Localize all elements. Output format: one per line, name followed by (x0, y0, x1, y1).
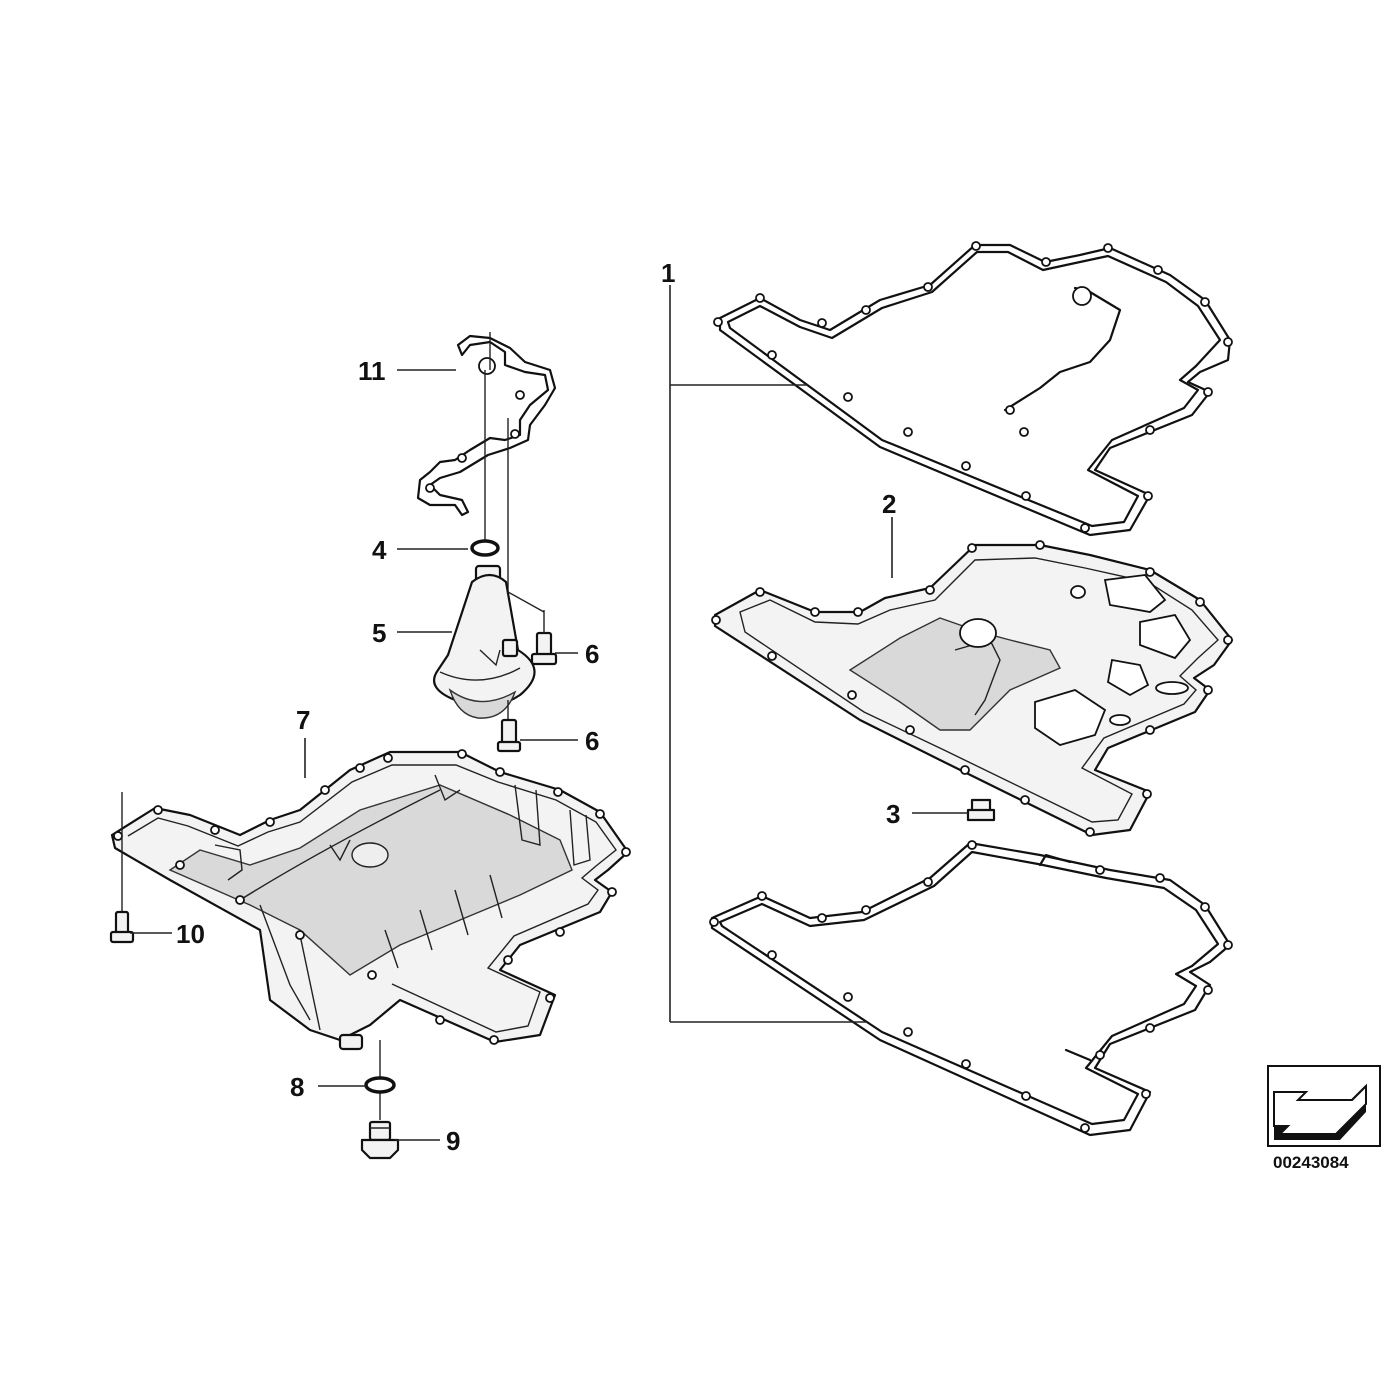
gasket-bottom (709, 840, 1233, 1137)
part-6-bolt-a (507, 591, 558, 666)
part-5-strainer (433, 564, 536, 719)
callout-6-upper: 6 (585, 639, 599, 669)
callout-11: 11 (358, 356, 386, 386)
reference-code: 00243084 (1273, 1153, 1349, 1172)
part-10-bolt (109, 792, 135, 944)
callout-2: 2 (882, 489, 896, 519)
leader-lines (130, 369, 968, 1141)
part-8-washer (364, 1040, 396, 1120)
part-6-bolt-b (496, 700, 522, 753)
part-11-bracket (416, 332, 557, 640)
part-4-o-ring (470, 539, 500, 557)
callout-8: 8 (290, 1072, 304, 1102)
callout-3: 3 (886, 799, 900, 829)
callout-9: 9 (446, 1126, 460, 1156)
callout-1: 1 (661, 258, 675, 288)
part-9-drain-plug (360, 1120, 400, 1160)
part-7-oil-pan (110, 749, 631, 1051)
callouts: 1 2 3 4 5 6 6 7 8 9 10 11 (176, 258, 900, 1156)
callout-7: 7 (296, 705, 310, 735)
callout-10: 10 (176, 919, 205, 949)
gasket-top (713, 241, 1233, 537)
part-3-plug (966, 798, 996, 822)
direction-arrow-icon (1267, 1065, 1381, 1147)
callout-5: 5 (372, 618, 386, 648)
gasket-plate (711, 540, 1234, 837)
group-bracket (669, 285, 868, 1023)
callout-6-lower: 6 (585, 726, 599, 756)
callout-4: 4 (372, 535, 387, 565)
